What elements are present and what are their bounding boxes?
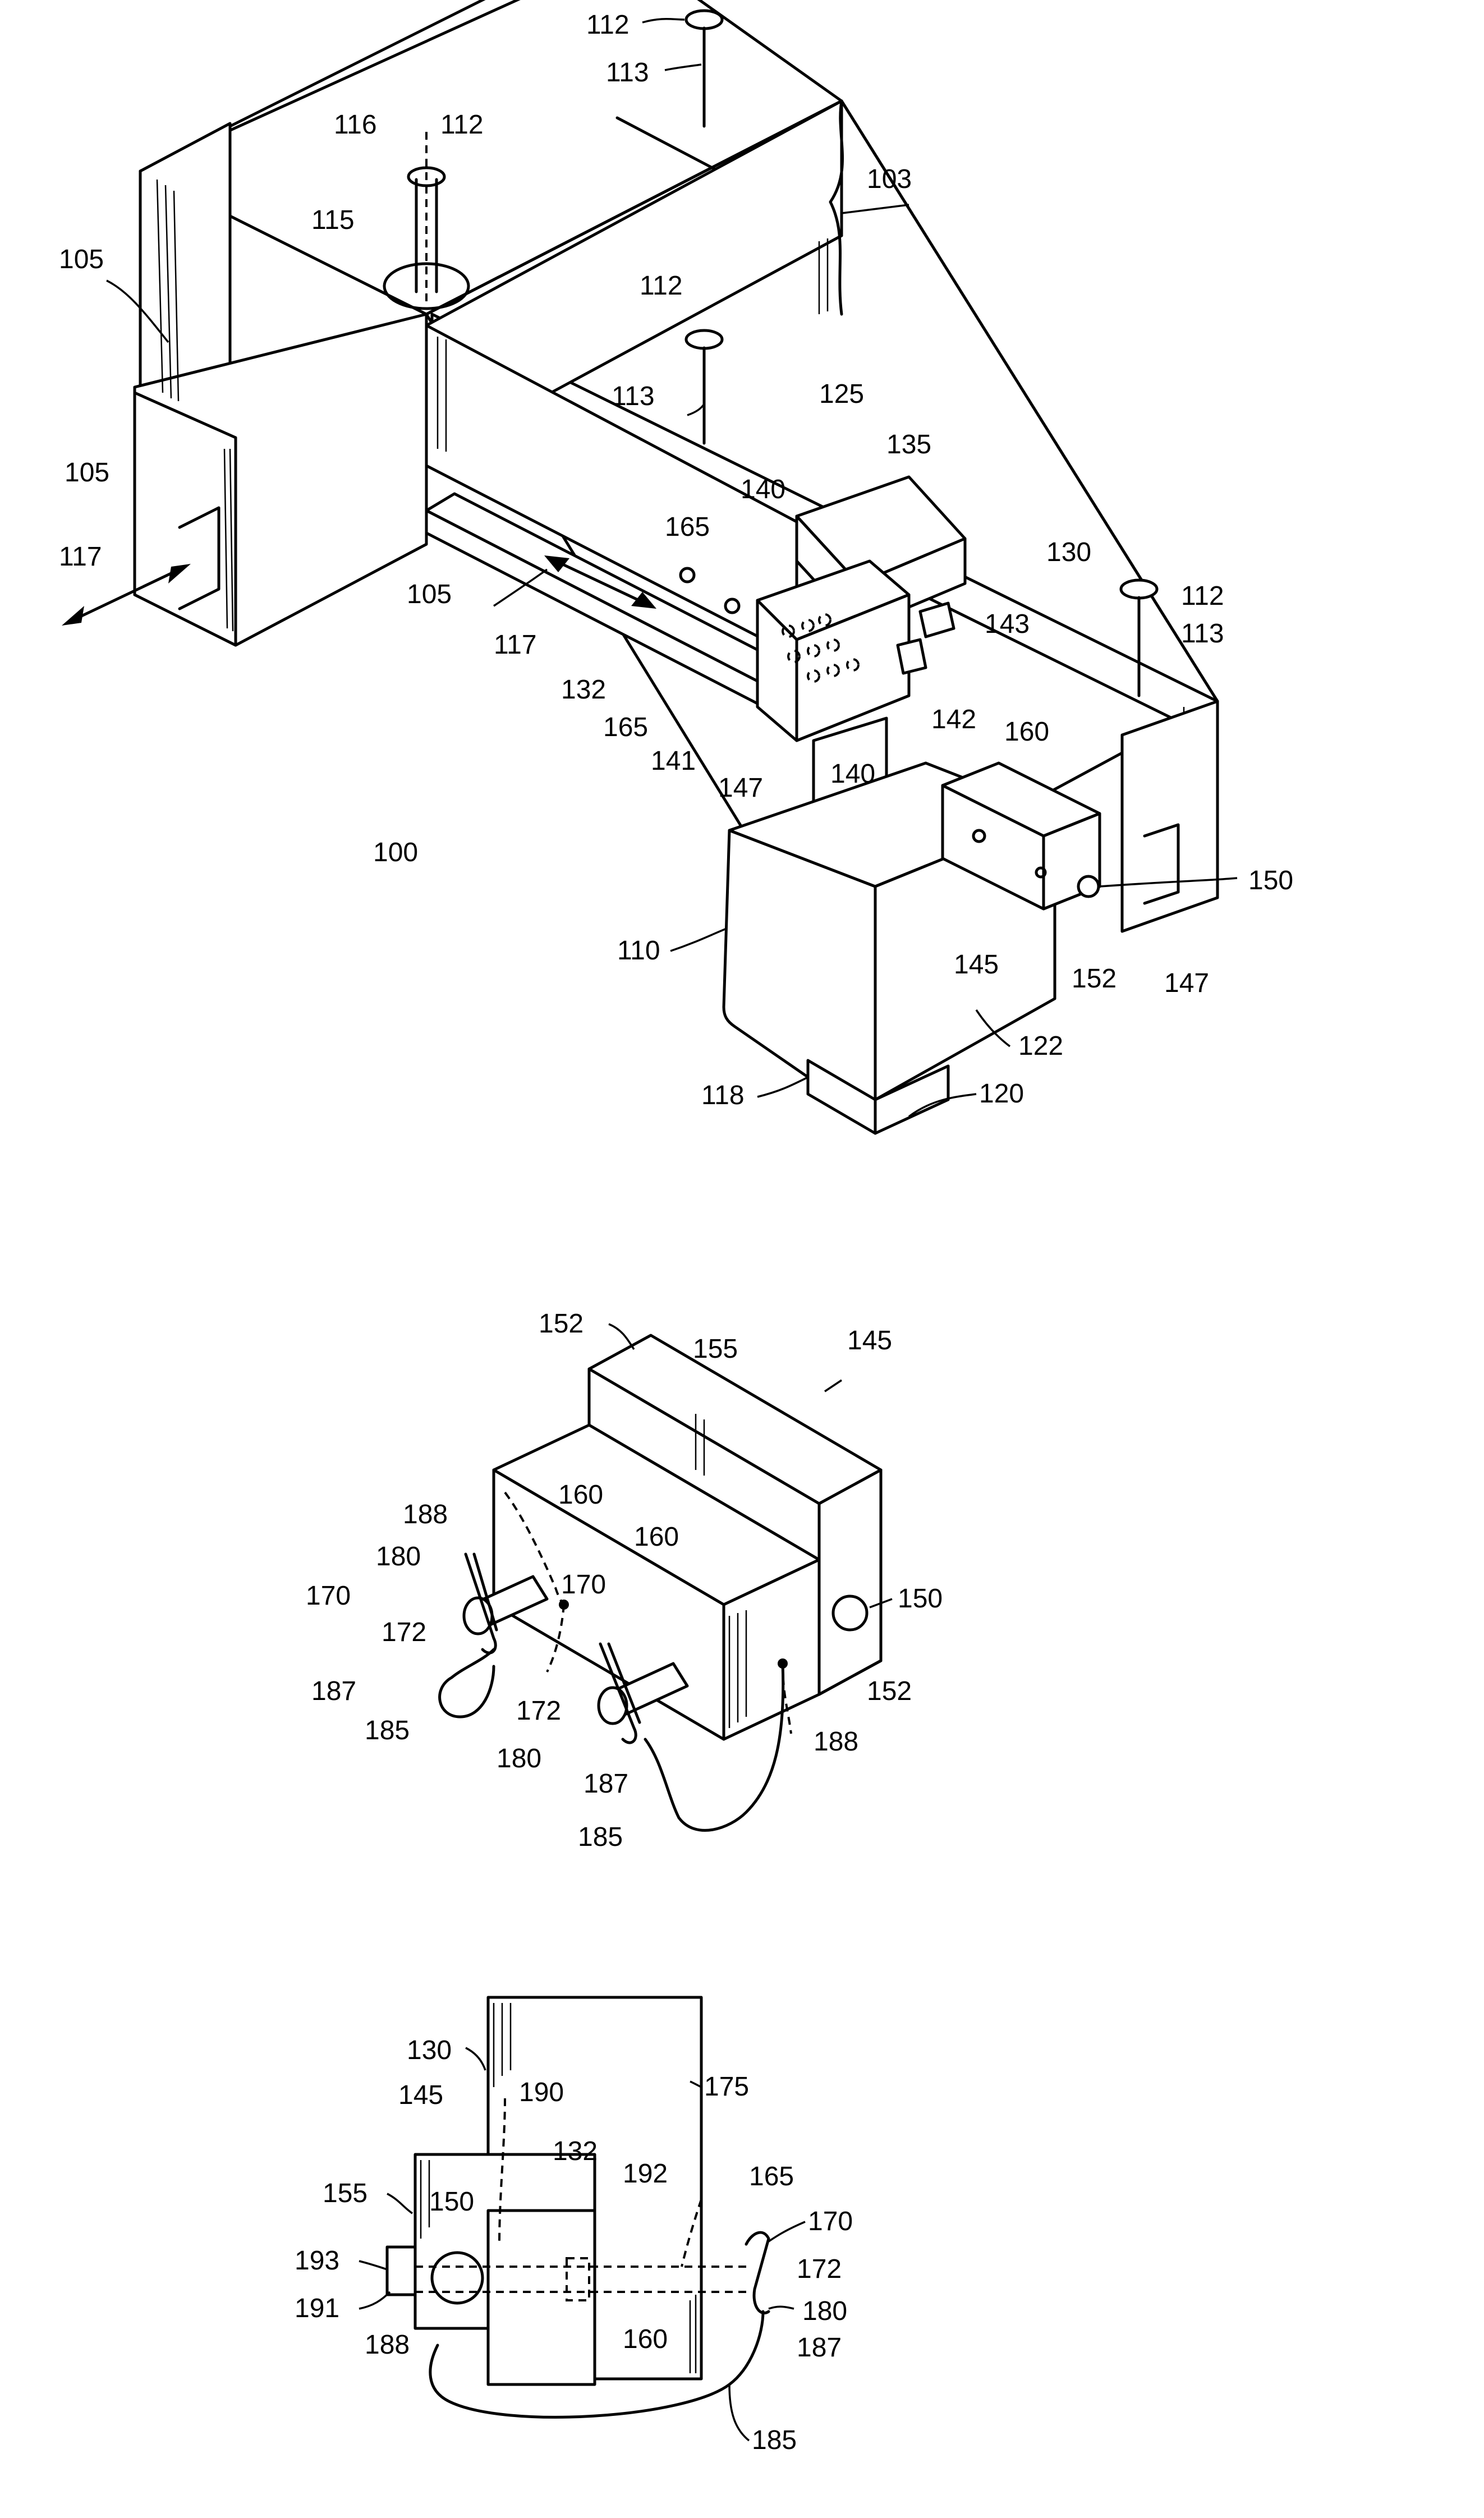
label-113a: 113 bbox=[606, 58, 649, 88]
label-160b: 160 bbox=[634, 1522, 679, 1552]
label-142: 142 bbox=[931, 705, 976, 734]
label-188-fig3: 188 bbox=[365, 2330, 410, 2360]
label-180a: 180 bbox=[376, 1542, 421, 1572]
label-105c: 105 bbox=[407, 580, 452, 609]
label-185a: 185 bbox=[365, 1716, 410, 1745]
label-145-fig2: 145 bbox=[847, 1326, 892, 1356]
label-147b: 147 bbox=[1164, 968, 1209, 998]
label-165b: 165 bbox=[603, 713, 648, 742]
label-103: 103 bbox=[867, 164, 912, 194]
label-175: 175 bbox=[704, 2072, 749, 2102]
label-147a: 147 bbox=[718, 773, 763, 803]
label-187b: 187 bbox=[584, 1769, 628, 1799]
label-190: 190 bbox=[519, 2078, 564, 2107]
label-155: 155 bbox=[693, 1334, 738, 1364]
label-118: 118 bbox=[701, 1081, 745, 1110]
label-140a: 140 bbox=[741, 475, 785, 504]
label-143: 143 bbox=[985, 609, 1030, 639]
label-160a: 160 bbox=[558, 1480, 603, 1510]
label-130: 130 bbox=[1046, 537, 1091, 567]
label-170-fig3: 170 bbox=[808, 2207, 853, 2236]
label-116: 116 bbox=[334, 110, 377, 140]
label-180b: 180 bbox=[497, 1744, 541, 1773]
label-172b: 172 bbox=[516, 1696, 561, 1726]
label-152-right: 152 bbox=[867, 1676, 912, 1706]
label-187a: 187 bbox=[311, 1676, 356, 1706]
label-160: 160 bbox=[1004, 717, 1049, 747]
label-152-top: 152 bbox=[539, 1309, 584, 1339]
label-112d: 112 bbox=[1181, 581, 1224, 611]
label-112b: 112 bbox=[440, 110, 484, 140]
label-155-fig3: 155 bbox=[323, 2179, 367, 2208]
label-113b: 113 bbox=[612, 382, 655, 411]
label-191: 191 bbox=[295, 2294, 339, 2323]
label-105b: 105 bbox=[65, 458, 109, 488]
label-165a: 165 bbox=[665, 512, 710, 542]
label-165-fig3: 165 bbox=[749, 2162, 794, 2191]
label-150-fig2: 150 bbox=[898, 1584, 943, 1614]
label-160-fig3: 160 bbox=[623, 2324, 668, 2354]
label-188b: 188 bbox=[814, 1727, 858, 1757]
label-150-fig3: 150 bbox=[429, 2187, 474, 2217]
label-120: 120 bbox=[979, 1079, 1024, 1109]
label-170b: 170 bbox=[561, 1570, 606, 1600]
label-187-fig3: 187 bbox=[797, 2333, 842, 2363]
label-105a: 105 bbox=[59, 245, 104, 274]
label-132: 132 bbox=[561, 675, 606, 705]
label-132-fig3: 132 bbox=[553, 2136, 598, 2166]
label-113c: 113 bbox=[1181, 619, 1224, 649]
label-172a: 172 bbox=[382, 1618, 426, 1647]
label-170a: 170 bbox=[306, 1581, 351, 1611]
label-125: 125 bbox=[819, 379, 864, 409]
label-130-fig3: 130 bbox=[407, 2035, 452, 2065]
label-145: 145 bbox=[954, 950, 999, 980]
label-180-fig3: 180 bbox=[802, 2296, 847, 2326]
label-110: 110 bbox=[617, 936, 660, 966]
label-150: 150 bbox=[1248, 866, 1293, 895]
label-141: 141 bbox=[651, 746, 696, 776]
label-135: 135 bbox=[886, 430, 931, 460]
label-100: 100 bbox=[373, 838, 418, 867]
label-112c: 112 bbox=[640, 271, 683, 301]
label-152: 152 bbox=[1072, 964, 1117, 994]
label-117a: 117 bbox=[59, 542, 102, 572]
label-193: 193 bbox=[295, 2246, 339, 2276]
label-192: 192 bbox=[623, 2159, 668, 2189]
pin-center bbox=[686, 330, 722, 443]
label-185b: 185 bbox=[578, 1822, 623, 1852]
label-122: 122 bbox=[1018, 1031, 1063, 1061]
label-117b: 117 bbox=[494, 630, 537, 660]
label-188a: 188 bbox=[403, 1500, 448, 1529]
label-112a: 112 bbox=[586, 10, 630, 40]
label-115: 115 bbox=[311, 205, 355, 235]
label-145-fig3: 145 bbox=[398, 2080, 443, 2110]
label-172-fig3: 172 bbox=[797, 2254, 842, 2284]
label-185-fig3: 185 bbox=[752, 2425, 797, 2455]
label-140b: 140 bbox=[830, 759, 875, 789]
